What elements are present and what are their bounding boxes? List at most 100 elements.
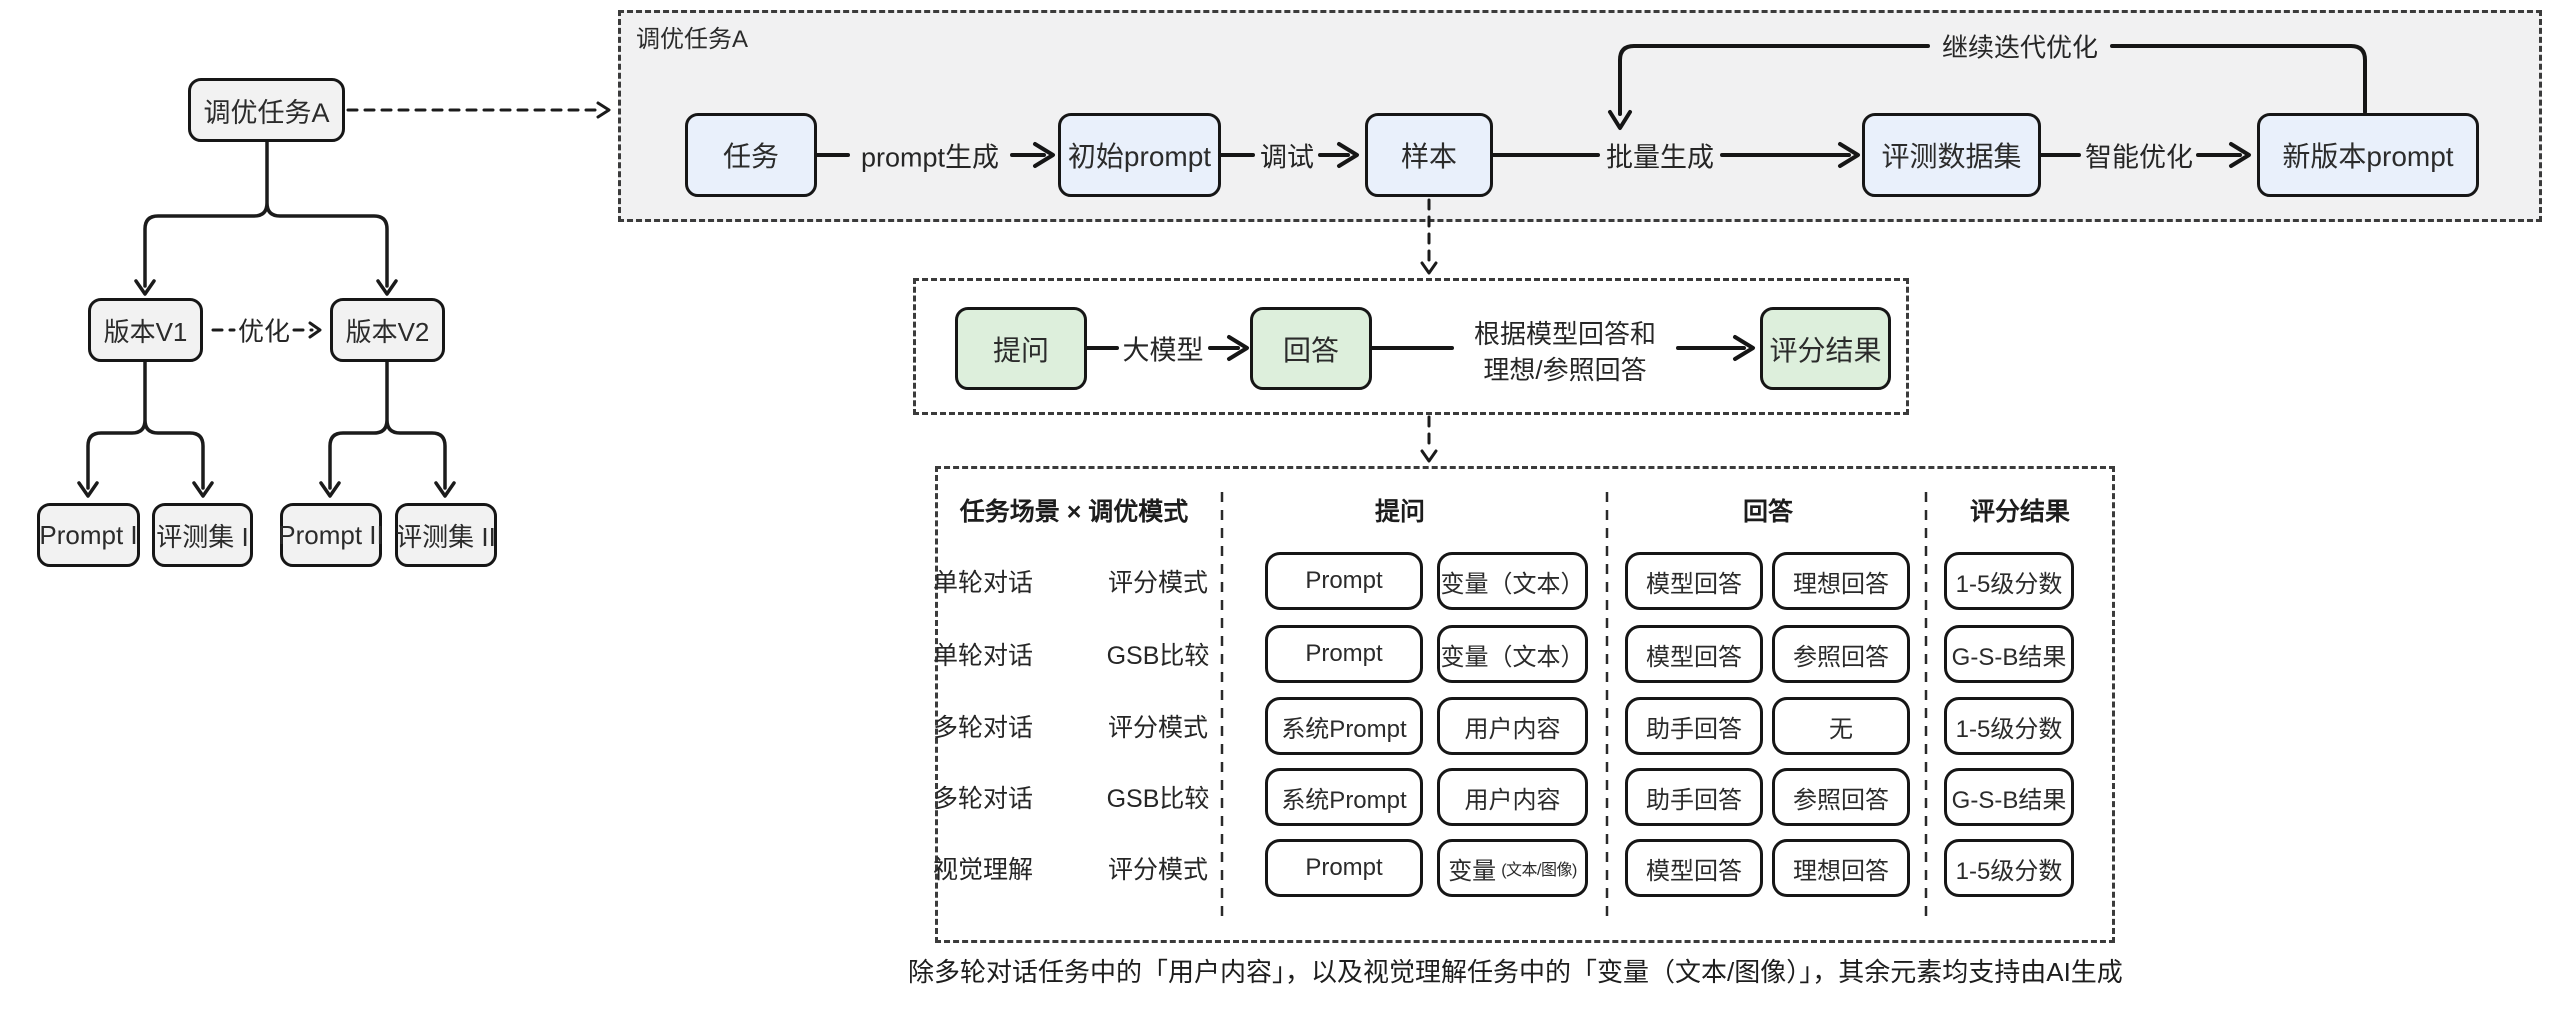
node-new-prompt-label: 新版本prompt bbox=[2282, 141, 2454, 172]
leaf-prompt-2-label: Prompt II bbox=[278, 519, 384, 550]
node-ask-label: 提问 bbox=[992, 334, 1049, 366]
edge-llm-arrow bbox=[1208, 335, 1249, 361]
row3-ask1-label: 系统Prompt bbox=[1281, 715, 1407, 743]
edge-batch-arrow bbox=[1720, 142, 1860, 168]
row2-score-label: G-S-B结果 bbox=[1951, 643, 2067, 671]
leaf-prompt-1-label: Prompt I bbox=[39, 519, 138, 550]
edge-criteria-arrow bbox=[1676, 335, 1755, 361]
row5-ask1-box: Prompt bbox=[1265, 839, 1423, 897]
row3-ask2-box: 用户内容 bbox=[1437, 697, 1588, 755]
eval-flow-edges bbox=[1085, 335, 1755, 361]
evalflow-node-score: 评分结果 bbox=[1760, 307, 1891, 390]
edge-criteria-label: 根据模型回答和 理想/参照回答 bbox=[1474, 316, 1656, 388]
row4-scenario: 多轮对话 bbox=[932, 785, 1034, 813]
row5-answer1-label: 模型回答 bbox=[1646, 857, 1742, 885]
row3-answer2-box: 无 bbox=[1772, 697, 1910, 755]
arrowhead-down bbox=[1420, 261, 1438, 275]
version-v2-label: 版本V2 bbox=[345, 316, 430, 347]
row2-ask2-box: 变量（文本） bbox=[1437, 625, 1588, 683]
row3-answer1-box: 助手回答 bbox=[1625, 697, 1763, 755]
tree-leaf-evalset-2: 评测集 II bbox=[395, 503, 497, 567]
edge-smartopt-arrow bbox=[2196, 142, 2251, 168]
table-header-score: 评分结果 bbox=[1969, 498, 2071, 526]
row1-ask1-label: Prompt bbox=[1305, 567, 1383, 594]
evalflow-node-answer: 回答 bbox=[1250, 307, 1372, 390]
tree-node-version-v1: 版本V1 bbox=[88, 298, 203, 362]
row1-ask1-box: Prompt bbox=[1265, 552, 1423, 610]
row1-ask2-label: 变量（文本） bbox=[1440, 570, 1585, 598]
criteria-line-2: 理想/参照回答 bbox=[1483, 355, 1647, 385]
dashed-edges bbox=[211, 101, 1438, 463]
leaf-evalset-2-label: 评测集 II bbox=[396, 521, 496, 552]
row5-ask1-label: Prompt bbox=[1305, 854, 1383, 881]
row2-answer2-box: 参照回答 bbox=[1772, 625, 1910, 683]
row3-answer1-label: 助手回答 bbox=[1646, 715, 1742, 743]
node-answer-label: 回答 bbox=[1282, 334, 1339, 366]
row3-scenario: 多轮对话 bbox=[932, 714, 1034, 742]
row4-score-box: G-S-B结果 bbox=[1944, 768, 2074, 826]
table-header-answer: 回答 bbox=[1742, 498, 1794, 526]
arrowhead-down bbox=[376, 279, 398, 296]
pipeline-edges bbox=[815, 44, 2367, 168]
arrowhead-right bbox=[308, 321, 322, 339]
row1-scenario: 单轮对话 bbox=[932, 569, 1034, 597]
table-header-ask: 提问 bbox=[1374, 498, 1426, 526]
row3-score-label: 1-5级分数 bbox=[1955, 715, 2063, 743]
tuning-task-container-label: 调优任务A bbox=[636, 26, 749, 53]
edge-debug-label: 调试 bbox=[1260, 142, 1314, 173]
edge-task-arrow bbox=[1010, 142, 1055, 168]
row2-answer1-label: 模型回答 bbox=[1646, 643, 1742, 671]
pipeline-node-new-prompt: 新版本prompt bbox=[2257, 113, 2479, 197]
row3-score-box: 1-5级分数 bbox=[1944, 697, 2074, 755]
edge-optimize-label: 优化 bbox=[237, 316, 291, 347]
row5-answer2-box: 理想回答 bbox=[1772, 839, 1910, 897]
node-score-label: 评分结果 bbox=[1769, 334, 1882, 366]
table-footnote: 除多轮对话任务中的「用户内容」，以及视觉理解任务中的「变量（文本/图像）」，其余… bbox=[908, 957, 2123, 987]
row2-answer1-box: 模型回答 bbox=[1625, 625, 1763, 683]
pipeline-node-task: 任务 bbox=[685, 113, 817, 197]
row5-ask2-note: (文本/图像) bbox=[1501, 862, 1577, 879]
pipeline-node-sample: 样本 bbox=[1365, 113, 1493, 197]
table-header-scenario: 任务场景 × 调优模式 bbox=[959, 498, 1189, 526]
pipeline-node-eval-dataset: 评测数据集 bbox=[1862, 113, 2041, 197]
arrowhead-right bbox=[596, 101, 611, 119]
row5-ask2-label: 变量 bbox=[1448, 857, 1497, 885]
leaf-evalset-1-label: 评测集 I bbox=[156, 521, 249, 552]
row5-score-box: 1-5级分数 bbox=[1944, 839, 2074, 897]
node-task-label: 任务 bbox=[722, 141, 779, 172]
row1-answer2-label: 理想回答 bbox=[1793, 570, 1889, 598]
row5-mode: 评分模式 bbox=[1107, 856, 1209, 884]
arrowhead-down bbox=[1420, 449, 1438, 463]
row4-answer1-label: 助手回答 bbox=[1646, 786, 1742, 814]
row4-answer1-box: 助手回答 bbox=[1625, 768, 1763, 826]
edge-smart-opt-label: 智能优化 bbox=[2085, 142, 2193, 173]
edge-batch-gen-label: 批量生成 bbox=[1606, 142, 1714, 173]
tree-leaf-prompt-2: Prompt II bbox=[278, 503, 384, 567]
node-init-prompt-label: 初始prompt bbox=[1067, 141, 1212, 172]
row3-ask2-label: 用户内容 bbox=[1464, 715, 1561, 743]
row5-answer2-label: 理想回答 bbox=[1793, 857, 1889, 885]
node-eval-dataset-label: 评测数据集 bbox=[1881, 141, 2022, 172]
tree-node-version-v2: 版本V2 bbox=[330, 298, 445, 362]
row1-score-label: 1-5级分数 bbox=[1955, 570, 2063, 598]
arrowhead-down bbox=[192, 481, 214, 498]
row1-answer2-box: 理想回答 bbox=[1772, 552, 1910, 610]
row5-score-label: 1-5级分数 bbox=[1955, 857, 2063, 885]
row4-ask1-label: 系统Prompt bbox=[1281, 786, 1407, 814]
edge-prompt-gen-label: prompt生成 bbox=[860, 142, 1000, 173]
row3-mode: 评分模式 bbox=[1107, 714, 1209, 742]
tree-leaf-prompt-1: Prompt I bbox=[37, 503, 140, 567]
tree-root-label: 调优任务A bbox=[203, 97, 330, 128]
row2-ask1-box: Prompt bbox=[1265, 625, 1423, 683]
row3-answer2-label: 无 bbox=[1829, 715, 1853, 743]
feedback-loop-line bbox=[1618, 44, 2367, 116]
row1-score-box: 1-5级分数 bbox=[1944, 552, 2074, 610]
row5-ask2-box: 变量 (文本/图像) bbox=[1437, 839, 1588, 897]
tree-v1-split-line bbox=[86, 360, 205, 490]
row2-mode: GSB比较 bbox=[1106, 642, 1210, 670]
feedback-loop-label: 继续迭代优化 bbox=[1941, 32, 2099, 63]
row4-ask1-box: 系统Prompt bbox=[1265, 768, 1423, 826]
row3-ask1-box: 系统Prompt bbox=[1265, 697, 1423, 755]
arrowhead-down bbox=[319, 481, 341, 498]
row4-ask2-label: 用户内容 bbox=[1464, 786, 1561, 814]
